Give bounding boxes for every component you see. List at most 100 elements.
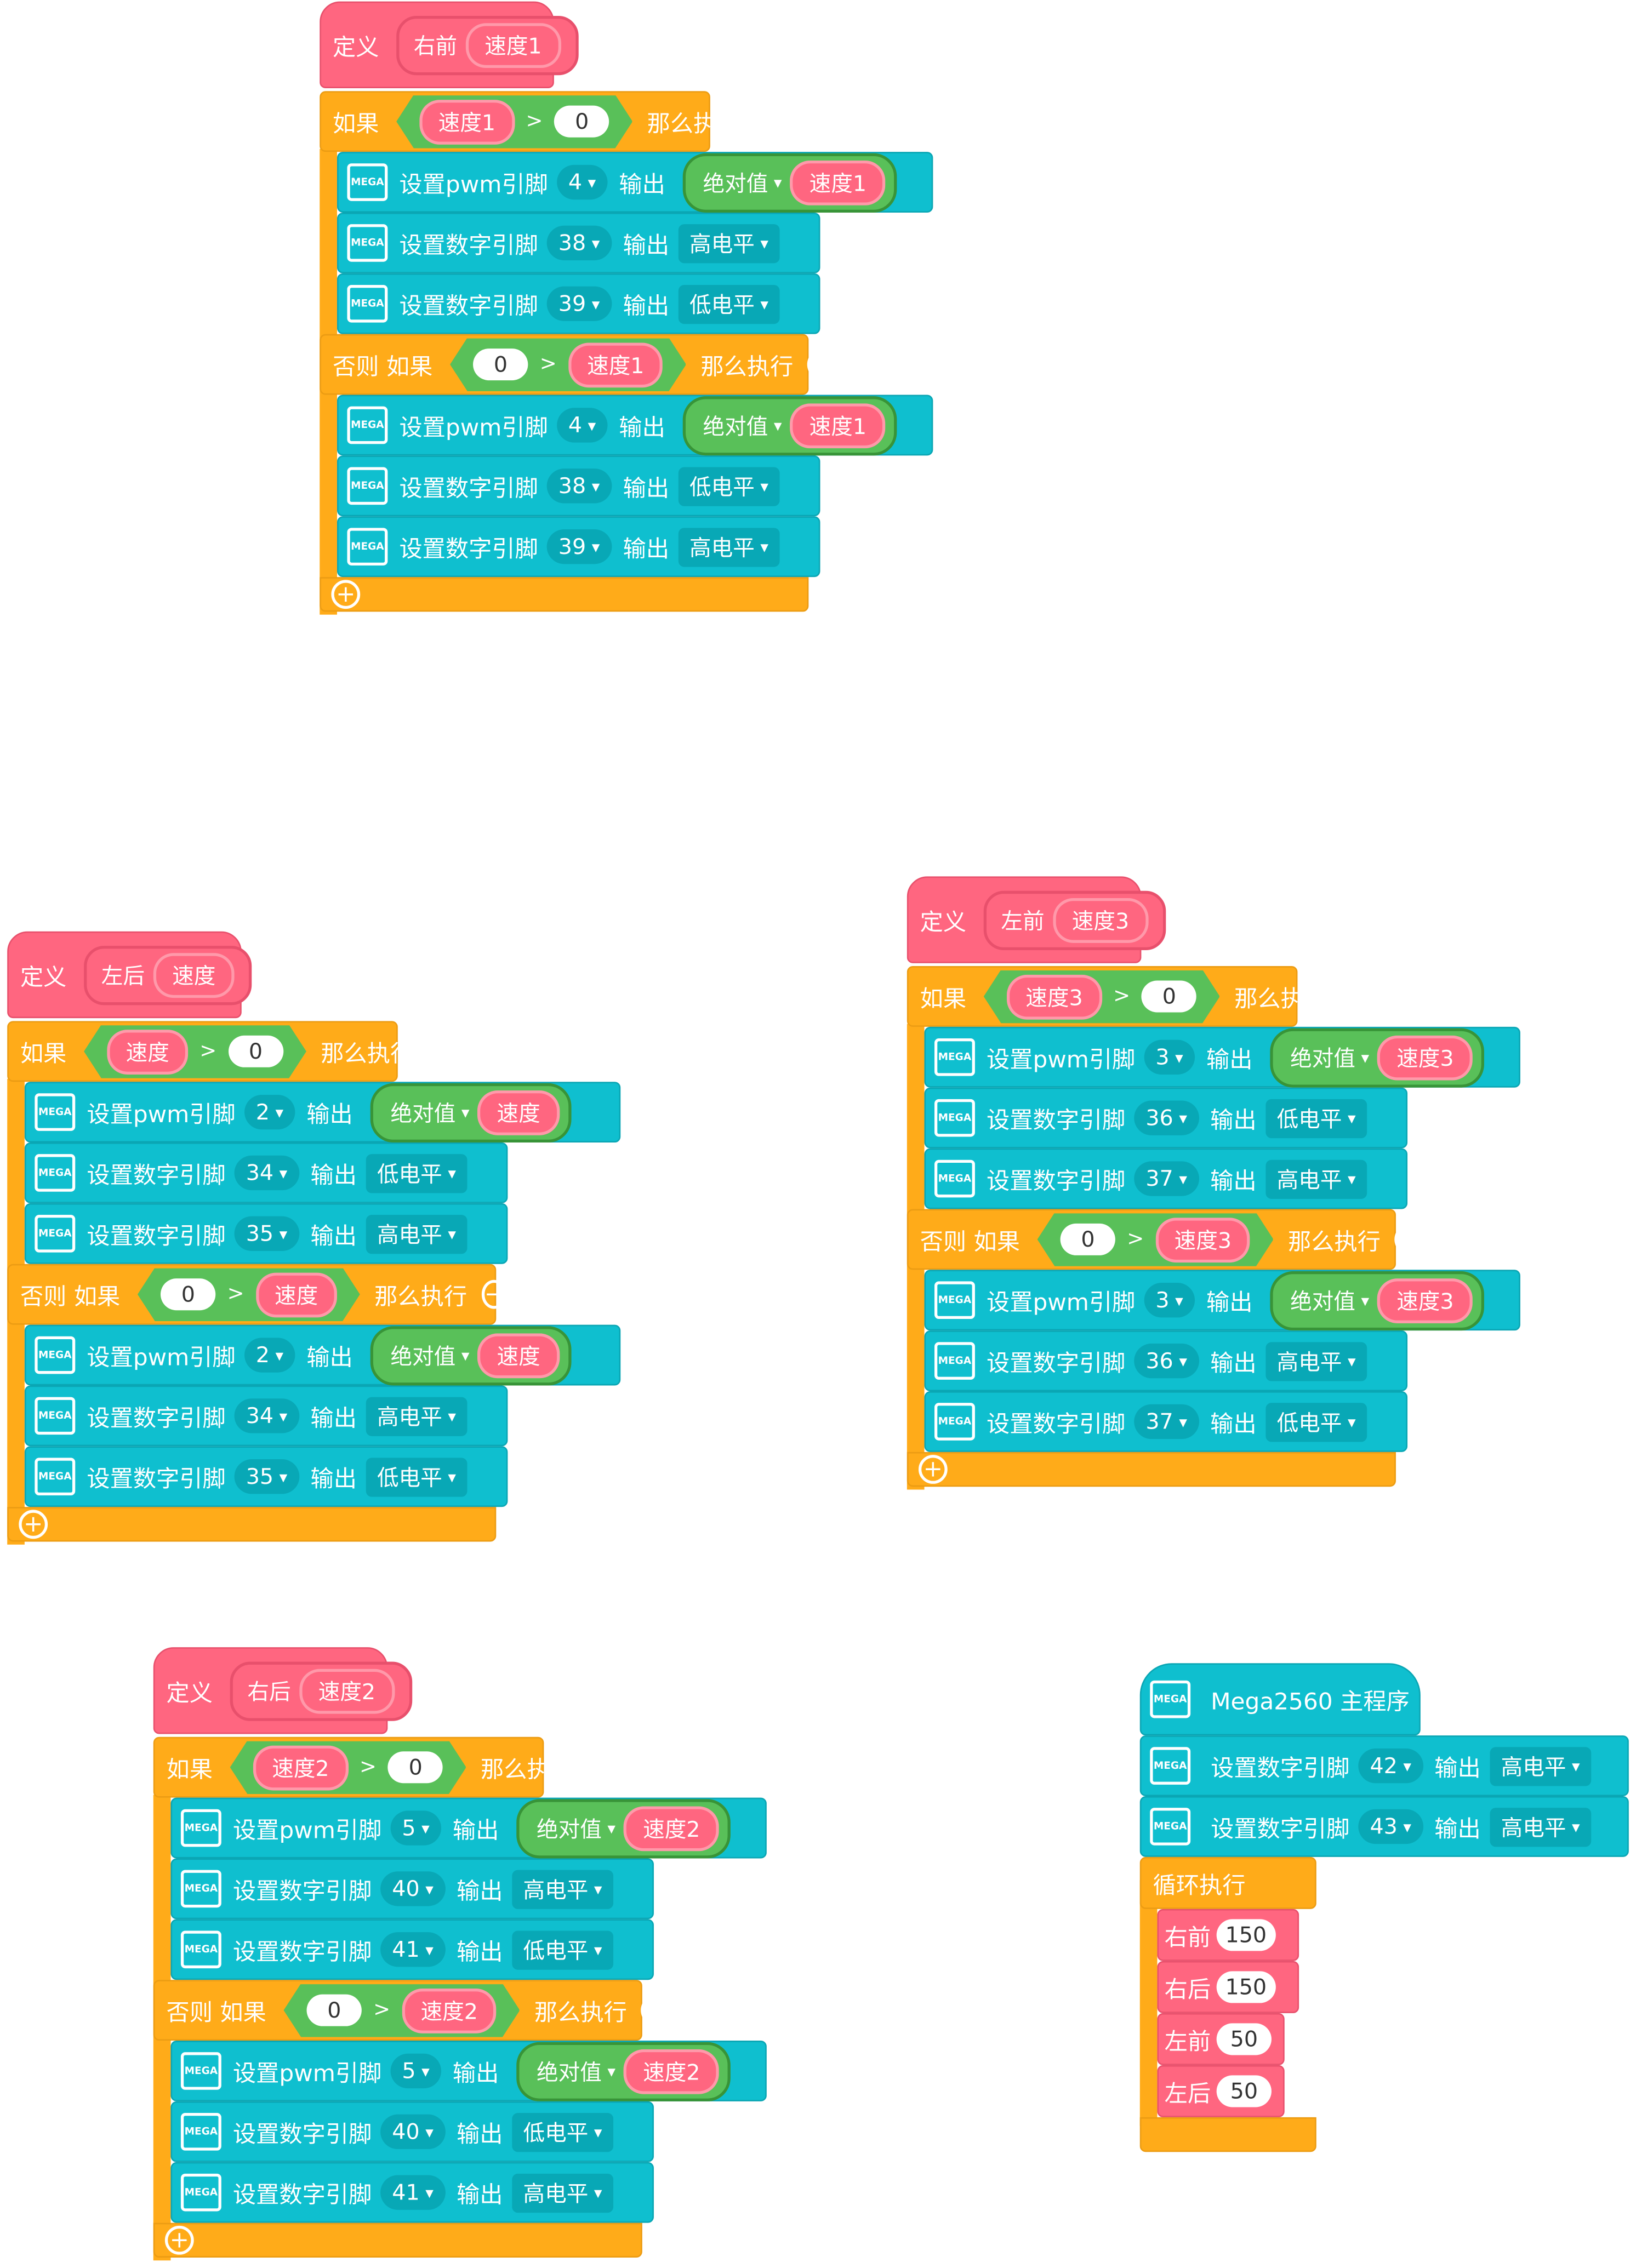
set-digital-block[interactable]: MEGA 设置数字引脚 35 输出 低电平 (24, 1446, 508, 1507)
define-block[interactable]: 定义 左后速度 (7, 931, 252, 1019)
compare-operator[interactable]: 速度2 > 0 (230, 1740, 466, 1794)
level-dropdown[interactable]: 低电平 (511, 2112, 614, 2151)
pin-dropdown[interactable]: 36 (1134, 1343, 1199, 1379)
set-pwm-block[interactable]: MEGA 设置pwm引脚 3 输出 绝对值速度3 (924, 1270, 1520, 1331)
param-ref[interactable]: 速度2 (624, 1806, 719, 1850)
pin-dropdown[interactable]: 37 (1134, 1404, 1199, 1439)
loop-block[interactable]: 循环执行 (1139, 1856, 1316, 1909)
set-digital-block[interactable]: MEGA 设置数字引脚 37 输出 低电平 (924, 1391, 1408, 1452)
set-digital-block[interactable]: MEGA 设置数字引脚 41 输出 高电平 (170, 2162, 654, 2223)
abs-dropdown[interactable]: 绝对值 (390, 1340, 469, 1370)
call-value[interactable]: 50 (1216, 2075, 1272, 2107)
else-if-block[interactable]: 否则 如果 0 > 速度 那么执行 − (7, 1264, 507, 1325)
set-pwm-block[interactable]: MEGA 设置pwm引脚 5 输出 绝对值速度2 (170, 2041, 767, 2101)
pin-dropdown[interactable]: 39 (546, 529, 612, 564)
compare-operator[interactable]: 速度 > 0 (84, 1025, 306, 1078)
level-dropdown[interactable]: 高电平 (677, 527, 780, 567)
level-dropdown[interactable]: 低电平 (677, 284, 780, 323)
level-dropdown[interactable]: 高电平 (1265, 1341, 1367, 1381)
abs-dropdown[interactable]: 绝对值 (1290, 1042, 1369, 1072)
call-block[interactable]: 左后 50 (1157, 2065, 1285, 2117)
level-dropdown[interactable]: 低电平 (1265, 1098, 1367, 1138)
abs-operator[interactable]: 绝对值速度3 (1270, 1027, 1485, 1087)
level-dropdown[interactable]: 高电平 (1489, 1807, 1592, 1847)
plus-circle-icon[interactable]: + (331, 580, 361, 609)
set-digital-block[interactable]: MEGA 设置数字引脚 43 输出 高电平 (1139, 1796, 1629, 1857)
set-digital-block[interactable]: MEGA 设置数字引脚 39 输出 高电平 (337, 516, 820, 578)
level-dropdown[interactable]: 高电平 (511, 2173, 614, 2212)
param-ref[interactable]: 速度2 (402, 1988, 497, 2033)
pin-dropdown[interactable]: 39 (546, 286, 612, 321)
param-ref[interactable]: 速度3 (1377, 1277, 1473, 1323)
zero-input[interactable]: 0 (228, 1036, 283, 1067)
param-ref[interactable]: 速度1 (568, 342, 663, 387)
pin-dropdown[interactable]: 5 (390, 1810, 441, 1846)
define-block[interactable]: 定义 右前速度1 (320, 1, 578, 88)
minus-circle-icon[interactable]: − (481, 1279, 507, 1309)
set-digital-block[interactable]: MEGA 设置数字引脚 40 输出 高电平 (170, 1858, 654, 1919)
set-pwm-block[interactable]: MEGA 设置pwm引脚 3 输出 绝对值速度3 (924, 1026, 1520, 1088)
zero-input[interactable]: 0 (555, 106, 609, 138)
param-ref[interactable]: 速度1 (790, 159, 886, 205)
abs-operator[interactable]: 绝对值速度2 (516, 1798, 731, 1858)
set-pwm-block[interactable]: MEGA 设置pwm引脚 2 输出 绝对值速度 (24, 1324, 621, 1386)
pin-dropdown[interactable]: 35 (234, 1216, 299, 1251)
set-digital-block[interactable]: MEGA 设置数字引脚 34 输出 高电平 (24, 1385, 508, 1447)
pin-dropdown[interactable]: 40 (380, 1871, 445, 1906)
call-value[interactable]: 50 (1216, 2023, 1272, 2055)
compare-operator[interactable]: 速度1 > 0 (396, 95, 632, 148)
call-block[interactable]: 右前 150 (1157, 1909, 1299, 1961)
abs-dropdown[interactable]: 绝对值 (390, 1097, 469, 1127)
abs-dropdown[interactable]: 绝对值 (703, 167, 782, 197)
set-pwm-block[interactable]: MEGA 设置pwm引脚 4 输出 绝对值速度1 (337, 152, 933, 213)
zero-input[interactable]: 0 (473, 349, 528, 380)
zero-input[interactable]: 0 (1061, 1224, 1115, 1255)
level-dropdown[interactable]: 低电平 (677, 466, 780, 506)
minus-circle-icon[interactable]: − (807, 350, 833, 379)
set-digital-block[interactable]: MEGA 设置数字引脚 35 输出 高电平 (24, 1203, 508, 1264)
pin-dropdown[interactable]: 2 (244, 1094, 295, 1130)
pin-dropdown[interactable]: 4 (556, 408, 608, 443)
compare-operator[interactable]: 0 > 速度 (138, 1267, 360, 1321)
param-ref[interactable]: 速度3 (1007, 974, 1102, 1019)
pin-dropdown[interactable]: 41 (380, 2175, 445, 2210)
param-ref[interactable]: 速度2 (253, 1745, 348, 1790)
param-ref[interactable]: 速度 (478, 1089, 560, 1135)
abs-dropdown[interactable]: 绝对值 (703, 410, 782, 440)
level-dropdown[interactable]: 高电平 (677, 223, 780, 263)
set-digital-block[interactable]: MEGA 设置数字引脚 41 输出 低电平 (170, 1919, 654, 1980)
pin-dropdown[interactable]: 42 (1358, 1748, 1423, 1784)
abs-operator[interactable]: 绝对值速度1 (682, 395, 897, 455)
if-block[interactable]: 如果 速度3 > 0 那么执行 (907, 966, 1327, 1027)
pin-dropdown[interactable]: 3 (1144, 1283, 1195, 1318)
minus-circle-icon[interactable]: − (641, 1996, 667, 2025)
level-dropdown[interactable]: 高电平 (365, 1396, 468, 1436)
set-digital-block[interactable]: MEGA 设置数字引脚 42 输出 高电平 (1139, 1735, 1629, 1797)
level-dropdown[interactable]: 低电平 (511, 1930, 614, 1969)
define-block[interactable]: 定义 左前速度3 (907, 876, 1166, 963)
param-ref[interactable]: 速度3 (1155, 1217, 1250, 1262)
param-pill[interactable]: 速度2 (299, 1668, 395, 1713)
set-pwm-block[interactable]: MEGA 设置pwm引脚 4 输出 绝对值速度1 (337, 395, 933, 456)
compare-operator[interactable]: 0 > 速度3 (1038, 1213, 1274, 1266)
pin-dropdown[interactable]: 35 (234, 1459, 299, 1494)
pin-dropdown[interactable]: 37 (1134, 1161, 1199, 1196)
set-digital-block[interactable]: MEGA 设置数字引脚 34 输出 低电平 (24, 1142, 508, 1203)
plus-circle-icon[interactable]: + (19, 1510, 48, 1539)
else-if-block[interactable]: 否则 如果 0 > 速度3 那么执行 − (907, 1209, 1421, 1270)
zero-input[interactable]: 0 (161, 1278, 215, 1310)
level-dropdown[interactable]: 高电平 (365, 1214, 468, 1253)
level-dropdown[interactable]: 低电平 (365, 1457, 468, 1496)
zero-input[interactable]: 0 (1142, 980, 1196, 1012)
pin-dropdown[interactable]: 4 (556, 164, 608, 200)
level-dropdown[interactable]: 高电平 (511, 1869, 614, 1909)
else-if-block[interactable]: 否则 如果 0 > 速度1 那么执行 − (320, 334, 833, 395)
set-digital-block[interactable]: MEGA 设置数字引脚 37 输出 高电平 (924, 1148, 1408, 1209)
if-block[interactable]: 如果 速度2 > 0 那么执行 (153, 1736, 573, 1798)
pin-dropdown[interactable]: 43 (1358, 1809, 1423, 1844)
param-ref[interactable]: 速度2 (624, 2048, 719, 2094)
pin-dropdown[interactable]: 36 (1134, 1100, 1199, 1135)
abs-dropdown[interactable]: 绝对值 (537, 2056, 615, 2086)
pin-dropdown[interactable]: 41 (380, 1932, 445, 1967)
pin-dropdown[interactable]: 34 (234, 1398, 299, 1433)
